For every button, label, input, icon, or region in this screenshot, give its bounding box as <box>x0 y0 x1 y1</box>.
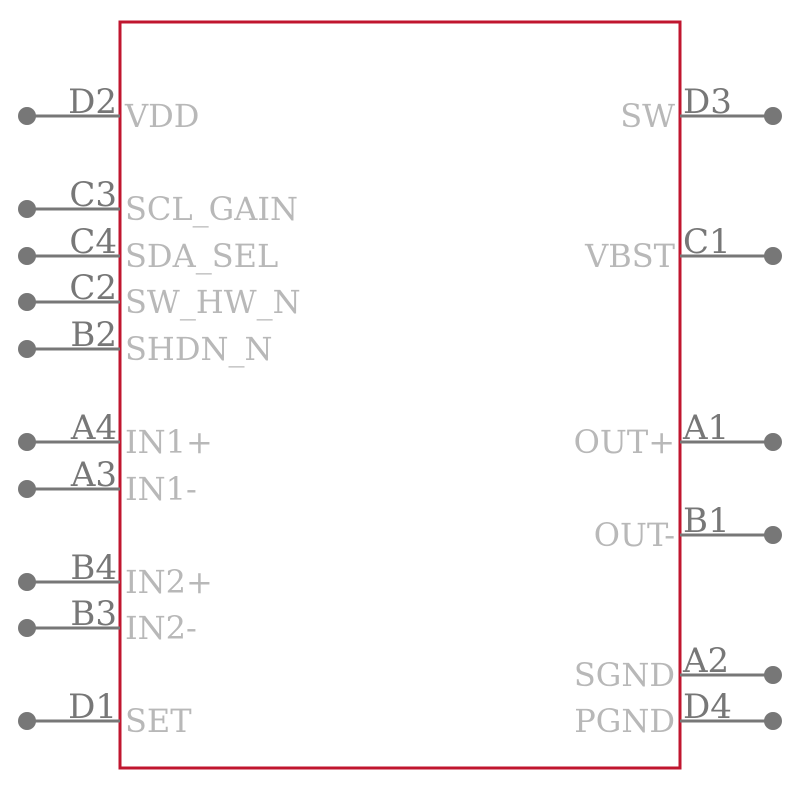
pin-number: D4 <box>683 687 732 727</box>
pin-number: A2 <box>682 641 729 681</box>
pin-terminal-dot[interactable] <box>18 433 36 451</box>
pin-name: SCL_GAIN <box>125 190 298 228</box>
pin-number: A4 <box>70 408 117 448</box>
pin-number: A1 <box>682 408 729 448</box>
pin-terminal-dot[interactable] <box>764 526 782 544</box>
pin-terminal-dot[interactable] <box>18 712 36 730</box>
pin-name: SW <box>620 97 675 135</box>
pin-name: OUT- <box>594 516 675 554</box>
pin-number: A3 <box>70 455 117 495</box>
pin-number: B3 <box>70 594 117 634</box>
pin-name: IN2- <box>125 609 197 647</box>
pin-number: B1 <box>683 501 730 541</box>
pin-name: IN2+ <box>125 563 213 601</box>
pin-number: B4 <box>70 548 117 588</box>
pin-name: SW_HW_N <box>125 283 301 321</box>
pin-name: SDA_SEL <box>125 237 278 275</box>
pin-terminal-dot[interactable] <box>18 480 36 498</box>
pin-name: PGND <box>574 702 675 740</box>
pin-terminal-dot[interactable] <box>764 666 782 684</box>
component-body <box>118 20 682 770</box>
pin-terminal-dot[interactable] <box>18 247 36 265</box>
pin-name: IN1- <box>125 470 197 508</box>
pin-name: SGND <box>574 656 675 694</box>
pin-terminal-dot[interactable] <box>18 200 36 218</box>
pin-number: C4 <box>69 222 117 262</box>
pin-terminal-dot[interactable] <box>18 293 36 311</box>
pin-terminal-dot[interactable] <box>764 433 782 451</box>
pin-name: VDD <box>124 97 199 135</box>
pin-name: VBST <box>584 237 676 275</box>
pin-number: C2 <box>69 268 117 308</box>
pin-name: IN1+ <box>125 423 213 461</box>
pin-name: OUT+ <box>574 423 675 461</box>
pin-terminal-dot[interactable] <box>18 107 36 125</box>
pin-number: C3 <box>69 175 117 215</box>
pin-terminal-dot[interactable] <box>764 712 782 730</box>
pin-number: D1 <box>68 687 117 727</box>
pin-name: SHDN_N <box>125 330 272 368</box>
pin-terminal-dot[interactable] <box>18 573 36 591</box>
pin-name: SET <box>125 702 192 740</box>
pin-number: C1 <box>683 222 731 262</box>
pin-number: D3 <box>683 82 732 122</box>
pin-terminal-dot[interactable] <box>18 619 36 637</box>
pin-number: B2 <box>70 315 117 355</box>
pin-terminal-dot[interactable] <box>764 107 782 125</box>
pin-terminal-dot[interactable] <box>764 247 782 265</box>
pin-number: D2 <box>68 82 117 122</box>
pin-terminal-dot[interactable] <box>18 340 36 358</box>
